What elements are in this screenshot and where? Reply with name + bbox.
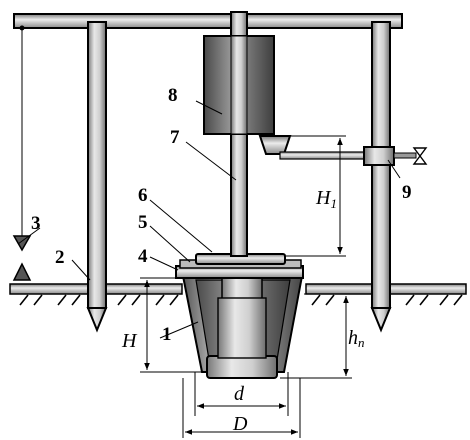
cone-mould: [181, 275, 304, 379]
label-7: 7: [170, 127, 180, 148]
dimension-hn: [280, 293, 352, 379]
label-3: 3: [31, 213, 41, 234]
label-4: 4: [138, 246, 148, 267]
left-support-rod: [86, 21, 108, 333]
dim-label-D: D: [232, 413, 248, 435]
label-9: 9: [402, 182, 412, 203]
dim-label-hn: hn: [348, 327, 365, 350]
indicator-arm: [258, 135, 428, 166]
label-6: 6: [138, 185, 148, 206]
label-5: 5: [138, 212, 148, 233]
dim-label-H: H: [121, 330, 138, 352]
label-2: 2: [55, 247, 65, 268]
dimension-h1: [286, 135, 346, 257]
load-weight: [203, 35, 275, 135]
leader-lines: [17, 100, 401, 339]
plumb-line: [12, 25, 32, 281]
top-beam: [13, 13, 403, 29]
right-support-rod: [370, 21, 392, 333]
dimension-d: [194, 372, 289, 416]
label-8: 8: [168, 85, 178, 106]
label-1: 1: [162, 324, 172, 345]
dimension-D: [182, 378, 301, 438]
dim-label-H1: H1: [315, 187, 337, 211]
dim-label-d: d: [234, 383, 245, 405]
